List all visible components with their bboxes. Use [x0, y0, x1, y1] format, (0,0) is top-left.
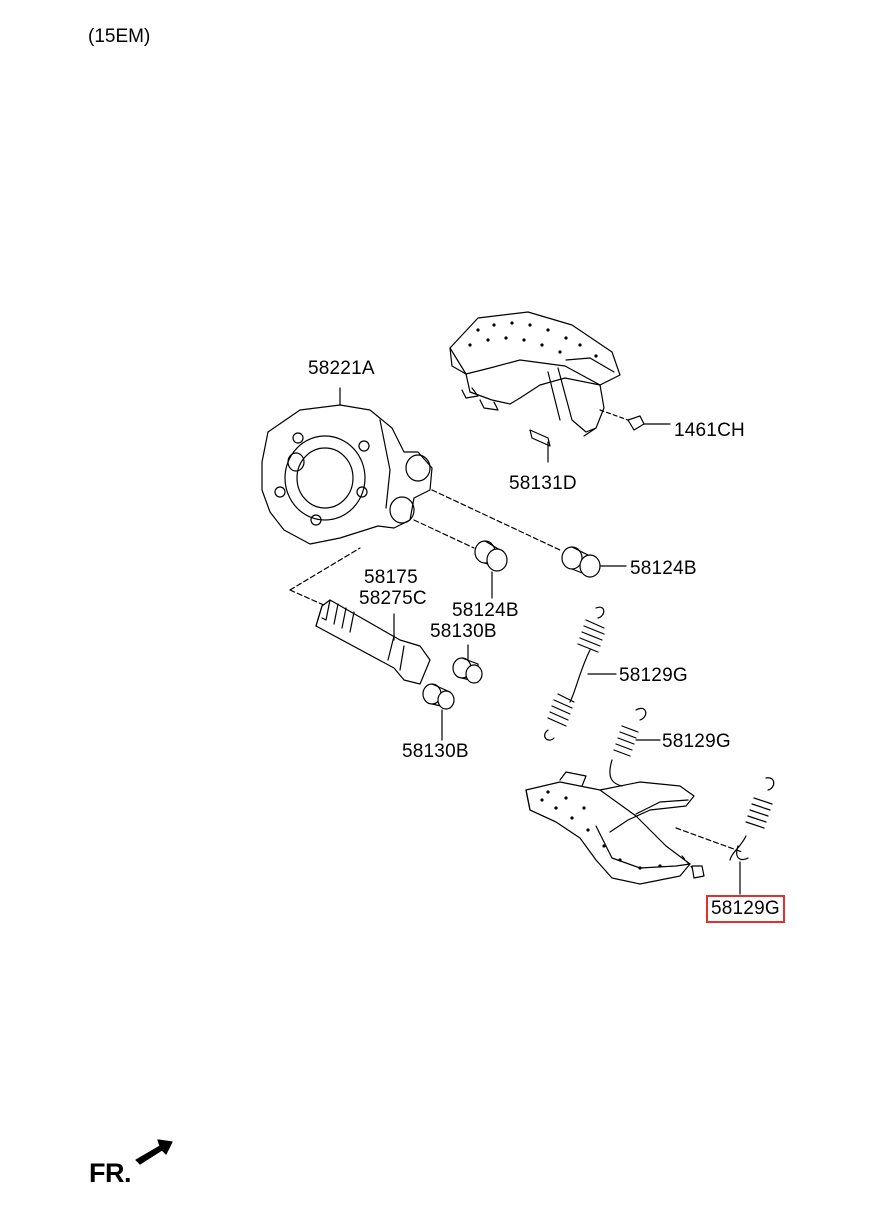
camshaft-58175 — [315, 599, 431, 685]
part-label-58275C: 58275C — [359, 588, 427, 609]
part-label-58129G-mid: 58129G — [662, 731, 731, 752]
guide-line — [289, 589, 327, 607]
bushing-58130B-lower — [422, 683, 455, 741]
spring-58129G-upper — [544, 606, 617, 741]
spring-58129G-mid — [609, 707, 661, 787]
part-label-58124B-right: 58124B — [630, 558, 697, 579]
upper-brake-shoe — [449, 311, 621, 437]
spring-58129G-highlighted — [675, 777, 775, 895]
part-label-1461CH: 1461CH — [674, 420, 745, 441]
part-label-58124B-mid: 58124B — [452, 600, 519, 621]
part-label-58129G-upper: 58129G — [619, 665, 688, 686]
bushing-58130B-upper — [452, 644, 483, 684]
guide-line — [289, 547, 361, 591]
bushing-58124B-mid — [474, 540, 508, 599]
bushing-58124B-right — [561, 546, 627, 578]
part-label-58130B-upper: 58130B — [430, 621, 497, 642]
bolt-1461CH — [599, 409, 671, 431]
front-direction-arrow-icon — [135, 1139, 173, 1165]
pin-58131D — [529, 429, 551, 463]
backing-plate-58221A — [261, 387, 433, 545]
part-label-58130B-lower: 58130B — [402, 741, 469, 762]
guide-line — [413, 519, 475, 549]
part-label-58129G-highlighted[interactable]: 58129G — [706, 895, 785, 923]
model-code-title: (15EM) — [88, 26, 151, 47]
front-direction-label: FR. — [89, 1158, 132, 1188]
part-label-58131D: 58131D — [509, 473, 577, 494]
lower-brake-shoe — [525, 771, 705, 885]
part-label-58175: 58175 — [364, 567, 418, 588]
guide-line — [431, 489, 561, 551]
part-label-58221A: 58221A — [308, 358, 375, 379]
